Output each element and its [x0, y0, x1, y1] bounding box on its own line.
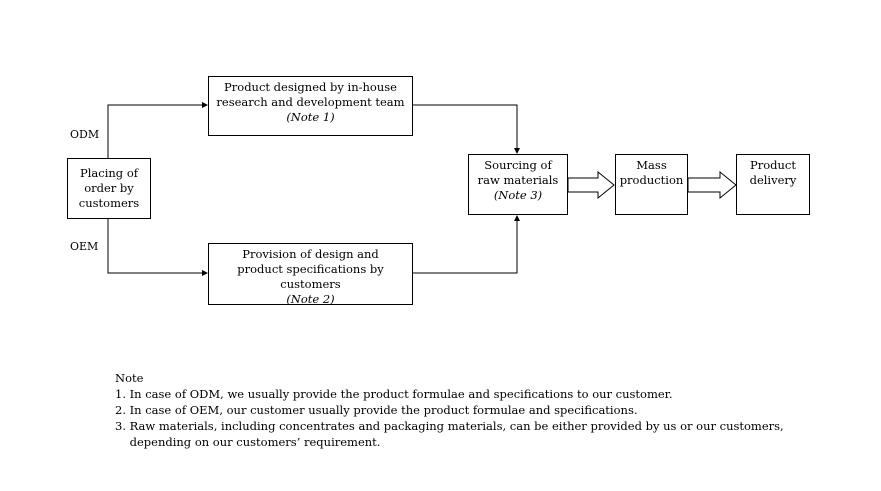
note-item: 3. Raw materials, including concentrates…	[115, 419, 784, 433]
connector-inhouse-to-sourcing	[413, 104, 520, 154]
box-line: raw materials	[477, 173, 559, 187]
hollow-arrow-mass-to-delivery	[687, 170, 737, 200]
box-line: customers	[78, 196, 140, 210]
odm-label: ODM	[70, 128, 100, 141]
note-ref: (Note 3)	[493, 188, 543, 202]
box-line: research and development team	[216, 95, 405, 109]
mass-production-box: Mass production	[615, 154, 688, 215]
connector-order-to-provision	[107, 219, 208, 276]
box-line: production	[619, 173, 684, 187]
connector-order-to-inhouse	[107, 102, 208, 158]
box-line: Provision of design and	[242, 247, 379, 261]
note-item: 1. In case of ODM, we usually provide th…	[115, 387, 673, 401]
notes-heading: Note	[115, 371, 144, 385]
note-ref: (Note 1)	[286, 110, 335, 124]
box-line: Sourcing of	[484, 158, 552, 172]
notes-section: Note 1. In case of ODM, we usually provi…	[115, 370, 784, 450]
box-line: customers	[280, 277, 341, 291]
box-line: Product	[750, 158, 796, 172]
product-delivery-box: Product delivery	[736, 154, 810, 215]
connector-provision-to-sourcing	[413, 215, 520, 274]
hollow-arrow-sourcing-to-mass	[567, 170, 615, 200]
placing-order-box: Placing of order by customers	[67, 158, 151, 219]
box-line: delivery	[749, 173, 797, 187]
note-ref: (Note 2)	[286, 292, 335, 305]
provision-design-box: Provision of design and product specific…	[208, 243, 413, 305]
box-line: Placing of	[80, 166, 138, 180]
box-line: Product designed by in-house	[224, 80, 397, 94]
box-line: product specifications by	[237, 262, 384, 276]
sourcing-box: Sourcing of raw materials (Note 3)	[468, 154, 568, 215]
oem-label: OEM	[70, 240, 99, 253]
box-line: Mass	[636, 158, 667, 172]
box-line: order by	[84, 181, 134, 195]
inhouse-design-box: Product designed by in-house research an…	[208, 76, 413, 136]
note-item: 2. In case of OEM, our customer usually …	[115, 403, 638, 417]
note-item: depending on our customers’ requirement.	[115, 435, 381, 449]
